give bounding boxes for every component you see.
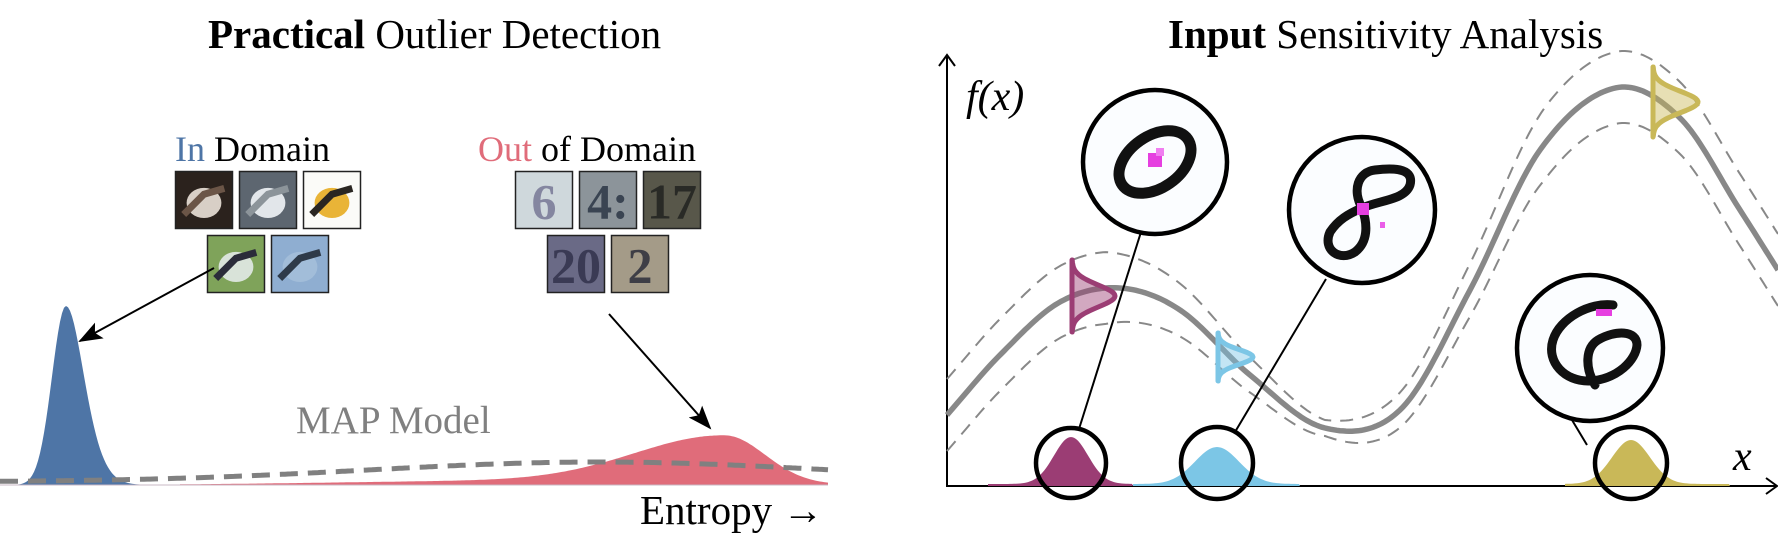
in-domain-rest: Domain: [205, 129, 330, 169]
thumbnail-subject: [314, 187, 350, 218]
digit-8-saliency: [1357, 203, 1369, 215]
input-0-distribution: [988, 437, 1133, 486]
thumbnail-bg: [643, 171, 701, 229]
digit-0-lens: [1080, 87, 1230, 237]
thumbnail-bird: [302, 170, 362, 230]
thumbnail-airplane: [270, 234, 330, 294]
in-domain-label: In Domain: [175, 129, 330, 169]
out-domain-density: [180, 435, 828, 485]
thumbnail-digit: 6: [532, 174, 557, 230]
thumbnail-bg: [611, 235, 669, 293]
digit-8-lens: [1286, 134, 1438, 286]
thumbnail-border: [270, 234, 330, 294]
thumbnail-digit: 20: [551, 238, 601, 294]
thumbnail-subject: [250, 187, 286, 218]
in-domain-thumbnails: [174, 170, 362, 294]
digit-0-stroke: [1113, 125, 1197, 199]
thumbnail-bg: [515, 171, 573, 229]
thumbnail-border: [238, 170, 298, 230]
digit-6-saliency: [1596, 309, 1612, 316]
thumbnail-detail: [309, 185, 354, 217]
thumbnail-detail: [245, 185, 290, 217]
digit-0-image: [1113, 125, 1197, 199]
right-panel: Input Sensitivity Analysis f(x) x: [938, 11, 1778, 502]
right-title: Input Sensitivity Analysis: [1168, 11, 1603, 57]
right-title-bold: Input: [1168, 11, 1266, 57]
input-8-distribution: [1133, 447, 1300, 486]
thumbnail-digit-2: 2: [610, 234, 670, 294]
thumbnail-bg: [579, 171, 637, 229]
thumbnail-detail: [213, 249, 258, 281]
out-domain-arrow: [608, 313, 712, 430]
function-curves: [944, 50, 1778, 452]
thumbnail-dog: [174, 170, 234, 230]
digit-0-saliency: [1148, 153, 1162, 167]
thumbnail-subject: [218, 251, 254, 282]
out-domain-label: Out of Domain: [478, 129, 696, 169]
left-title-rest: Outlier Detection: [365, 11, 661, 57]
input-6-lens: [1592, 424, 1670, 502]
input-8-lens: [1178, 424, 1256, 502]
connector-6: [1571, 419, 1588, 446]
thumbnail-digit-17: 17: [642, 170, 702, 230]
digit-6-stroke: [1547, 300, 1642, 390]
digit-8-image: [1323, 164, 1416, 261]
thumbnail-digit: 2: [628, 238, 653, 294]
thumbnail-digit-6: 6: [514, 170, 574, 230]
lower-uncertainty-band: [946, 122, 1778, 452]
thumbnail-digit-20: 20: [546, 234, 606, 294]
thumbnail-digit-4: 4:: [578, 170, 638, 230]
right-title-rest: Sensitivity Analysis: [1266, 11, 1603, 57]
output-6-distribution-marker: [1650, 64, 1701, 140]
thumbnail-digit: 4:: [587, 174, 629, 230]
in-domain-highlight: In: [175, 129, 205, 169]
left-title: Practical Outlier Detection: [208, 11, 661, 57]
x-axis-arrow-icon: [1765, 477, 1778, 495]
out-domain-rest: of Domain: [532, 129, 696, 169]
thumbnail-subject: [186, 187, 222, 218]
digit-8-magnifier: [1286, 134, 1438, 286]
digit-0-saliency-2: [1156, 148, 1164, 156]
thumbnail-digit: 17: [647, 174, 697, 230]
thumbnail-horse: [206, 234, 266, 294]
thumbnail-border: [578, 170, 638, 230]
thumbnail-bg: [547, 235, 605, 293]
thumbnail-border: [514, 170, 574, 230]
left-title-bold: Practical: [208, 11, 365, 57]
input-6-distribution: [1565, 440, 1730, 486]
out-domain-highlight: Out: [478, 129, 532, 169]
entropy-axis-label: Entropy →: [640, 487, 823, 533]
input-0-lens: [1033, 425, 1109, 501]
in-domain-arrow: [78, 267, 215, 342]
connector-0: [1078, 231, 1142, 430]
output-0-distribution-marker: [1069, 257, 1118, 335]
digit-8-saliency-2: [1380, 222, 1385, 228]
thumbnail-car: [238, 170, 298, 230]
digit-0-magnifier: [1080, 87, 1230, 237]
thumbnail-border: [302, 170, 362, 230]
x-axis-label: x: [1732, 434, 1752, 480]
thumbnail-detail: [277, 249, 322, 281]
out-domain-thumbnails: 6 4: 17 20 2: [514, 170, 702, 294]
thumbnail-border: [610, 234, 670, 294]
connector-8: [1234, 278, 1327, 433]
mean-function-curve: [944, 84, 1778, 434]
y-axis-arrow-icon: [938, 53, 956, 67]
thumbnail-border: [174, 170, 234, 230]
thumbnail-border: [206, 234, 266, 294]
in-domain-density: [10, 306, 380, 485]
digit-6-magnifier: [1514, 272, 1666, 424]
map-model-label: MAP Model: [296, 399, 491, 442]
thumbnail-border: [546, 234, 606, 294]
upper-uncertainty-band: [946, 50, 1778, 422]
y-axis-label: f(x): [966, 74, 1024, 120]
output-8-distribution-marker: [1215, 330, 1256, 384]
thumbnail-border: [642, 170, 702, 230]
digit-6-lens: [1514, 272, 1666, 424]
digit-6-image: [1547, 300, 1642, 390]
left-panel: Practical Outlier Detection In Domain Ou…: [0, 11, 829, 533]
thumbnail-detail: [181, 185, 226, 217]
thumbnail-subject: [282, 251, 318, 282]
